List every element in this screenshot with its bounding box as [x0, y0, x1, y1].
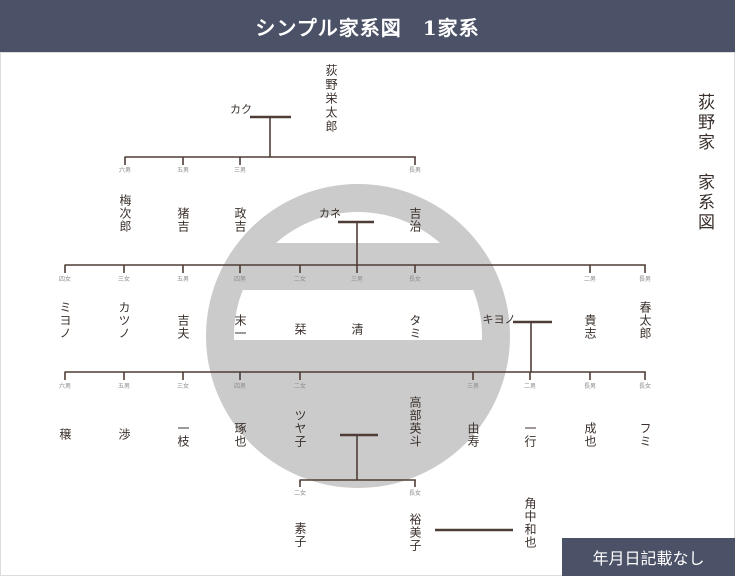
date-note-badge: 年月日記載なし [562, 538, 735, 576]
person-name: 春太郎 [638, 301, 652, 340]
person-name: 成也 [583, 422, 597, 448]
relation-label: 四女 [58, 276, 72, 283]
relation-label: 三男 [350, 276, 364, 283]
relation-label: 二女 [293, 276, 307, 283]
person-name: 由寿 [466, 422, 480, 448]
relation-label: 長女 [638, 383, 652, 390]
spouse-name: キヨノ [482, 313, 516, 326]
relation-label: 六男 [118, 167, 132, 174]
relation-label: 四男 [233, 383, 247, 390]
relation-label: 長女 [408, 276, 422, 283]
person-name: ミヨノ [58, 301, 72, 340]
person-name: タミ [408, 314, 422, 340]
person-name: 素子 [293, 522, 307, 548]
person-name-root: 荻野栄太郎 [324, 64, 338, 134]
person-name: 政吉 [233, 207, 247, 233]
person-name: 裕美子 [408, 513, 422, 552]
family-name-title: 荻野家 家系図 [694, 93, 714, 233]
person-name: 貴志 [583, 314, 597, 340]
header-bar: シンプル家系図 1家系 [0, 0, 735, 52]
person-name: 栞 [293, 323, 307, 336]
spouse-name: 角中和也 [523, 497, 537, 549]
person-name: 末一 [233, 314, 247, 340]
person-name: ツヤ子 [293, 409, 307, 448]
person-name: 清 [350, 323, 364, 336]
relation-label: 二男 [583, 276, 597, 283]
person-name: 猪吉 [176, 207, 190, 233]
person-name: 琢也 [233, 422, 247, 448]
relation-label: 三女 [117, 276, 131, 283]
relation-label: 五男 [117, 383, 131, 390]
crest-middle-band [234, 290, 482, 340]
person-name: 梅次郎 [118, 194, 132, 233]
page-title: シンプル家系図 1家系 [255, 15, 480, 40]
person-name: フミ [638, 422, 652, 448]
relation-label: 二女 [293, 383, 307, 390]
spouse-name: カク [230, 103, 252, 116]
spouse-name: 高部英斗 [408, 396, 422, 448]
relation-label: 長男 [583, 383, 597, 390]
relation-label: 五男 [176, 276, 190, 283]
person-name: 一行 [523, 422, 537, 448]
person-name: カツノ [117, 301, 131, 340]
person-name: 吉夫 [176, 314, 190, 340]
relation-label: 長男 [408, 167, 422, 174]
relation-label: 三男 [233, 167, 247, 174]
relation-label: 六男 [58, 383, 72, 390]
relation-label: 二男 [523, 383, 537, 390]
relation-label: 四男 [233, 276, 247, 283]
relation-label: 長女 [408, 490, 422, 497]
person-name: 穣 [58, 428, 72, 441]
relation-label: 五男 [176, 167, 190, 174]
person-name: 一枝 [176, 422, 190, 448]
person-name: 吉治 [408, 207, 422, 233]
relation-label: 長男 [638, 276, 652, 283]
person-name: 渉 [117, 428, 131, 441]
relation-label: 三男 [466, 383, 480, 390]
relation-label: 三女 [176, 383, 190, 390]
relation-label: 二女 [293, 490, 307, 497]
spouse-name: カネ [319, 207, 341, 220]
